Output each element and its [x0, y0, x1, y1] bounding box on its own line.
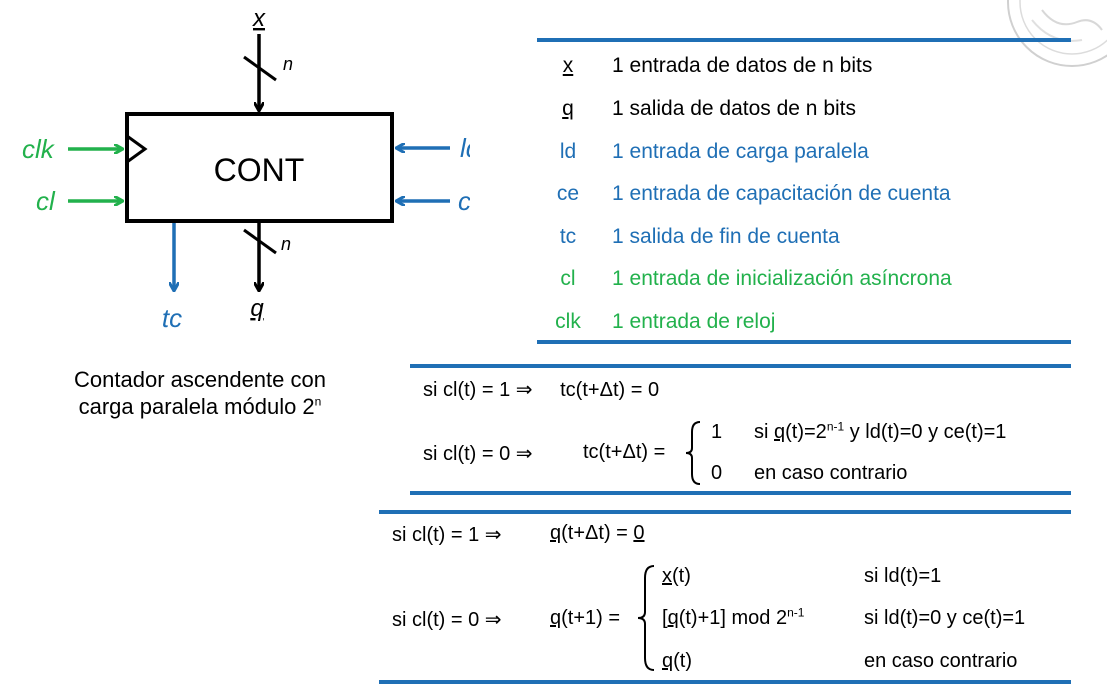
tc-cases-brace: [685, 421, 701, 485]
input-ld-label: ld: [460, 133, 470, 163]
signal-desc: 1 salida de datos de n bits: [612, 97, 857, 120]
q-eq-2-q: q: [550, 607, 562, 629]
signal-name: tc: [559, 225, 577, 248]
tc-eq-line-1: si cl(t) = 1 ⇒ tc(t+Δt) = 0: [423, 377, 659, 402]
q-case-3-q: q: [662, 650, 674, 672]
output-q-label: q: [250, 295, 264, 322]
counter-block-diagram: CONT x n n q tc clk cl ld ce: [22, 5, 470, 333]
tc-case-2: 0: [711, 462, 722, 485]
signal-desc: 1 entrada de reloj: [612, 310, 776, 333]
q-case-3-cond: en caso contrario: [864, 650, 1018, 672]
q-case-1-condition: si ld(t)=1: [864, 565, 941, 588]
tc-eq-line-2-lhs-wrap: tc(t+Δt) =: [583, 441, 665, 464]
q-eq-1-condition: si cl(t) = 1 ⇒: [392, 524, 502, 546]
tc-eq-1-result: tc(t+Δt) = 0: [560, 379, 660, 401]
q-case-2-condition: si ld(t)=0 y ce(t)=1: [864, 607, 1025, 630]
q-box-bottom-rule: [379, 680, 1071, 684]
q-eq-line-1: si cl(t) = 1 ⇒: [392, 522, 502, 547]
signal-name: q: [562, 97, 574, 120]
q-case-2-exp: n-1: [787, 605, 805, 620]
signal-name: cl: [560, 267, 576, 290]
signal-table: x 1 entrada de datos de n bits q 1 salid…: [537, 38, 1071, 344]
tc-eq-1-condition: si cl(t) = 1 ⇒: [423, 379, 533, 401]
q-case-3: q(t): [662, 650, 692, 673]
q-eq-2-condition: si cl(t) = 0 ⇒: [392, 609, 502, 631]
tc-box-top-rule: [410, 364, 1071, 368]
q-eq-1-mid: (t+Δt) =: [561, 522, 634, 544]
q-case-2: [q(t)+1] mod 2n-1: [662, 605, 805, 630]
q-case-1-cond: si ld(t)=1: [864, 565, 942, 587]
block-name: CONT: [214, 152, 305, 188]
university-seal-watermark: [1007, 0, 1107, 67]
q-case-1-rest: (t): [672, 565, 691, 587]
signal-desc: 1 salida de fin de cuenta: [612, 225, 840, 248]
table-top-rule: [537, 38, 1071, 42]
caption-line-2: carga paralela módulo 2n: [40, 393, 360, 420]
q-case-2-pre: [: [662, 607, 668, 629]
signal-name: x: [562, 54, 574, 77]
q-eq-line-2: si cl(t) = 0 ⇒: [392, 607, 502, 632]
tc-case-1-cond-mid: (t)=2: [785, 421, 827, 443]
q-cases-brace: [637, 565, 655, 671]
caption-exponent: n: [314, 394, 322, 409]
caption-line-1: Contador ascendente con: [74, 367, 326, 392]
tc-eq-2-condition: si cl(t) = 0 ⇒: [423, 443, 533, 465]
tc-case-1-cond-post: y ld(t)=0 y ce(t)=1: [844, 421, 1007, 443]
q-eq-1-zero: 0: [633, 522, 645, 544]
q-case-1-x: x: [662, 565, 672, 587]
q-case-2-q: q: [667, 607, 679, 629]
signal-desc: 1 entrada de inicialización asíncrona: [612, 267, 952, 290]
tc-case-2-value: 0: [711, 462, 723, 484]
q-case-3-rest: (t): [673, 650, 693, 672]
bus-width-bottom: n: [281, 234, 291, 254]
input-cl-label: cl: [36, 186, 56, 216]
signal-desc: 1 entrada de capacitación de cuenta: [612, 182, 951, 205]
tc-case-1-cond-exp: n-1: [826, 419, 845, 434]
q-case-1: x(t): [662, 565, 691, 588]
q-eq-1-q: q: [550, 522, 562, 544]
output-tc-label: tc: [162, 303, 182, 333]
q-case-2-post: (t)+1] mod 2: [678, 607, 788, 629]
tc-case-1-cond-q: q: [774, 421, 786, 443]
table-row: clk 1 entrada de reloj: [537, 300, 1071, 343]
tc-case-1: 1: [711, 421, 722, 444]
table-bottom-rule: [537, 340, 1071, 344]
bus-slash-top: [243, 55, 277, 82]
tc-case-1-value: 1: [711, 421, 723, 443]
tc-eq-line-2-condition-wrap: si cl(t) = 0 ⇒: [423, 441, 533, 466]
bus-width-top: n: [283, 54, 293, 74]
table-row: ld 1 entrada de carga paralela: [537, 130, 1071, 173]
signal-name: ce: [556, 182, 580, 205]
input-clk-label: clk: [22, 134, 56, 164]
tc-box-bottom-rule: [410, 491, 1071, 495]
tc-case-2-cond: en caso contrario: [754, 462, 908, 484]
q-case-3-condition: en caso contrario: [864, 650, 1017, 673]
table-row: tc 1 salida de fin de cuenta: [537, 215, 1071, 258]
q-case-2-cond: si ld(t)=0 y ce(t)=1: [864, 607, 1026, 629]
signal-desc: 1 entrada de carga paralela: [612, 140, 869, 163]
tc-case-1-cond-pre: si: [754, 421, 774, 443]
signal-name: ld: [559, 140, 577, 163]
tc-eq-2-lhs: tc(t+Δt) =: [583, 441, 666, 463]
table-row: ce 1 entrada de capacitación de cuenta: [537, 172, 1071, 215]
table-row: q 1 salida de datos de n bits: [537, 87, 1071, 130]
caption-line-2-text: carga paralela módulo 2: [78, 394, 315, 419]
q-eq-2-mid: (t+1) =: [561, 607, 621, 629]
clock-triangle: [126, 134, 148, 164]
table-row: cl 1 entrada de inicialización asíncrona: [537, 257, 1071, 300]
signal-desc: 1 entrada de datos de n bits: [612, 54, 873, 77]
counter-block: [125, 112, 394, 223]
tc-case-2-condition: en caso contrario: [754, 462, 907, 485]
input-x-label: x: [252, 5, 266, 32]
table-row: x 1 entrada de datos de n bits: [537, 44, 1071, 87]
q-box-top-rule: [379, 510, 1071, 514]
signal-name: clk: [555, 310, 581, 333]
q-eq-line-1-result: q(t+Δt) = 0: [550, 522, 645, 545]
diagram-caption: Contador ascendente con carga paralela m…: [40, 366, 360, 420]
bus-slash-bottom: [243, 228, 277, 255]
q-eq-line-2-lhs: q(t+1) =: [550, 607, 620, 630]
input-ce-label: ce: [458, 186, 470, 216]
tc-case-1-condition: si q(t)=2n-1 y ld(t)=0 y ce(t)=1: [754, 419, 1007, 444]
